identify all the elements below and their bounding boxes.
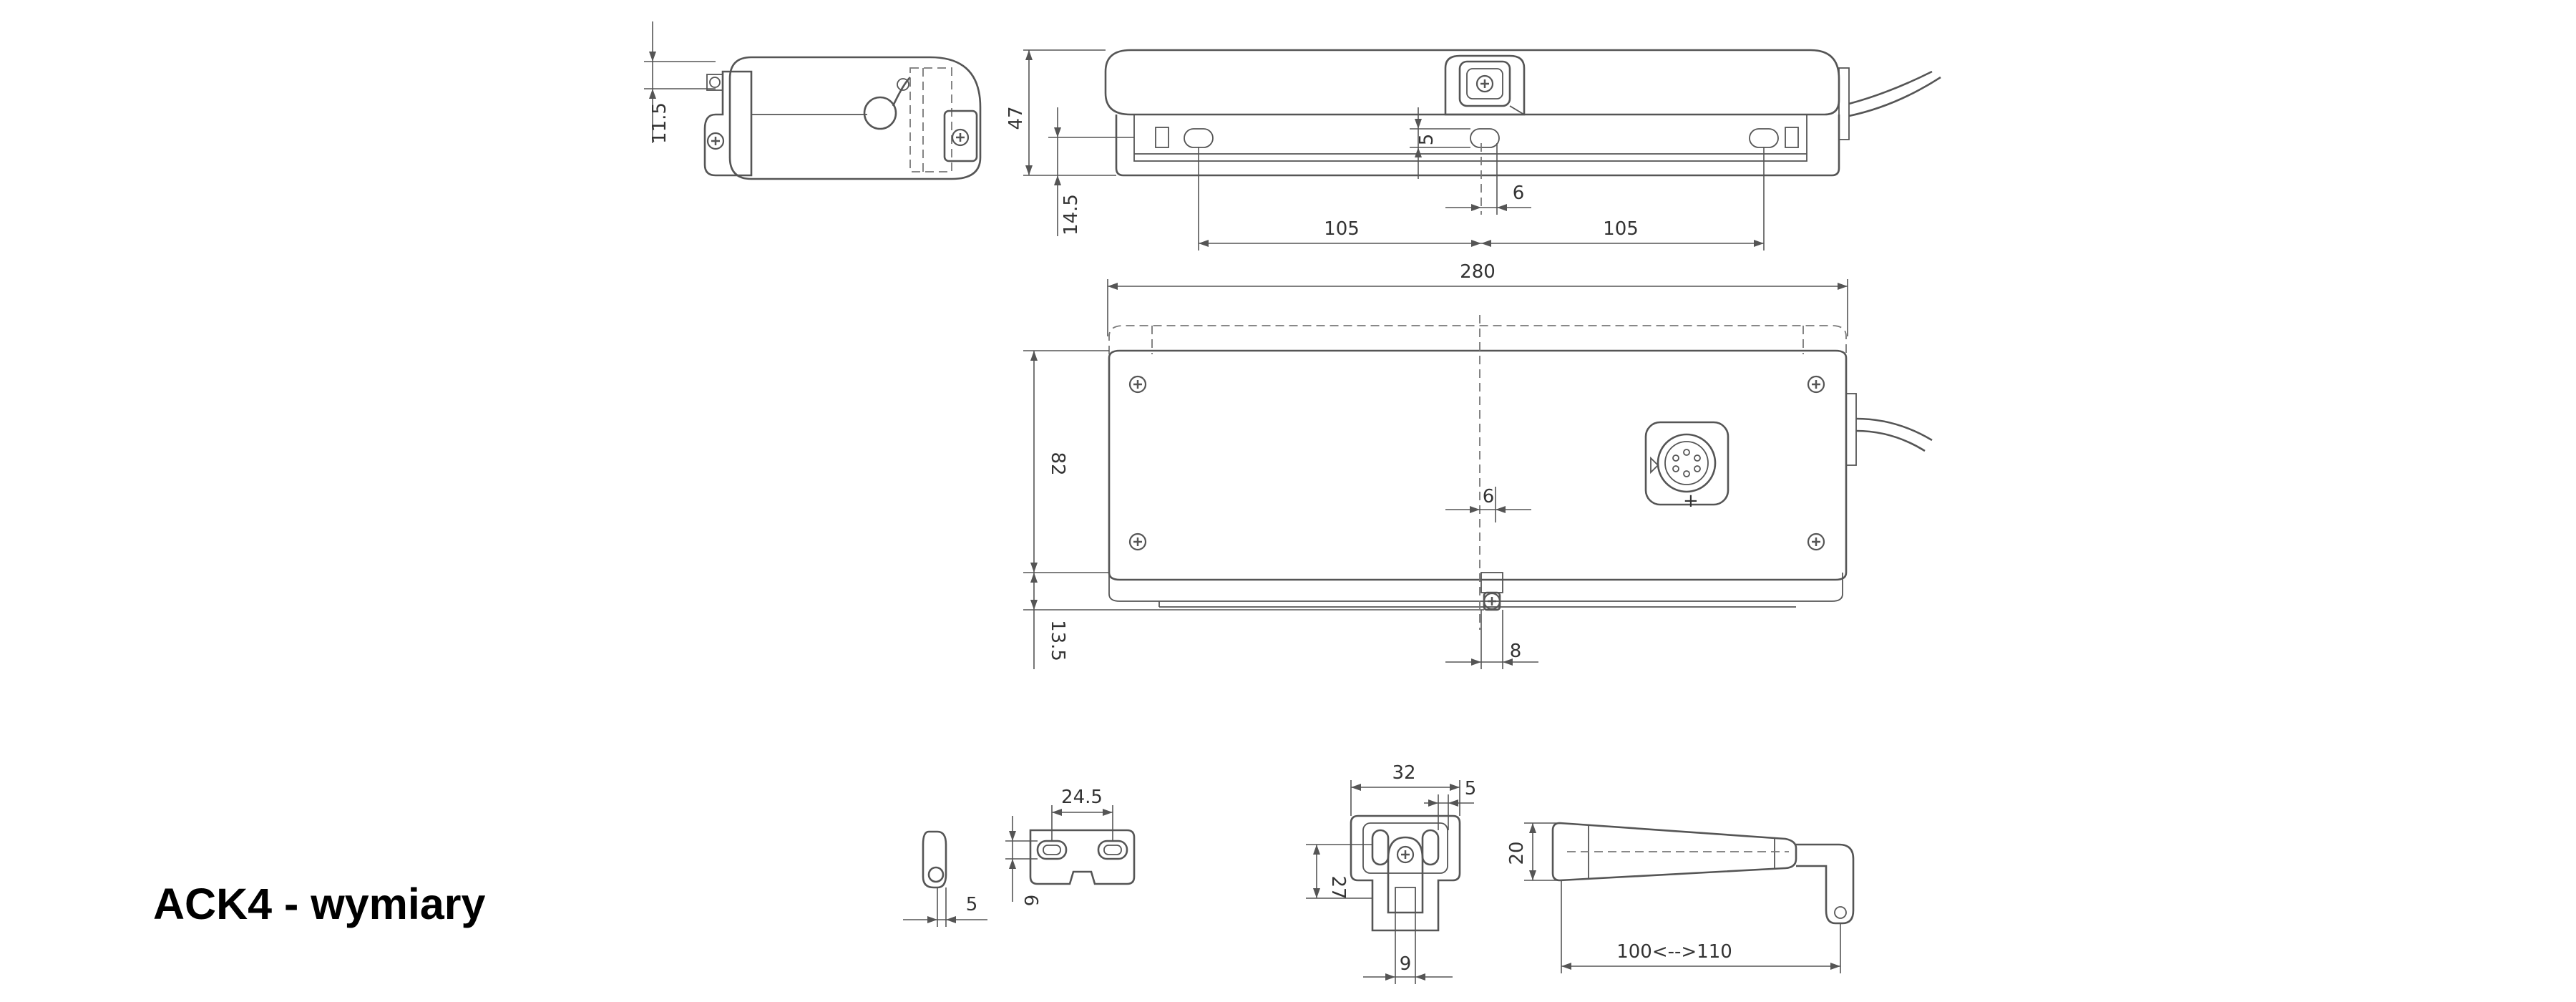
dim-bracket-tab: 5: [1465, 778, 1477, 799]
dim-top-center-offset: 6: [1483, 486, 1495, 507]
dim-overall-length: 280: [1460, 261, 1496, 283]
bracket-detail: 32 5 27 9: [1306, 762, 1476, 984]
dim-top-bracket-width: 8: [1510, 641, 1522, 662]
dim-plate-side-thickness: 5: [966, 894, 978, 915]
dim-front-slot-offset: 5: [1416, 134, 1438, 146]
dim-bracket-height: 27: [1327, 875, 1349, 899]
dim-side-offset: 11.5: [649, 102, 670, 144]
top-view: 280 + 82: [1023, 261, 1933, 669]
dim-top-depth: 82: [1047, 452, 1068, 475]
dim-front-bottom-offset: 14.5: [1060, 194, 1082, 235]
dim-hole-spacing-right: 105: [1603, 218, 1639, 240]
drawing-title: ACK4 - wymiary: [153, 880, 486, 928]
side-view: 11.5: [644, 21, 982, 180]
dim-arm-stroke: 100<-->110: [1616, 941, 1732, 963]
dim-hole-spacing-left: 105: [1324, 218, 1360, 240]
dim-bracket-width: 32: [1392, 762, 1415, 784]
dim-arm-height: 20: [1506, 841, 1528, 865]
dim-top-bracket-projection: 13.5: [1047, 620, 1068, 661]
dim-plate-hole-spacing: 24.5: [1061, 787, 1103, 808]
dim-front-slot-width: 6: [1513, 183, 1525, 204]
front-view: 47 14.5 5 6 105 105: [1005, 49, 1941, 250]
dim-plate-height: 6: [1020, 895, 1041, 907]
svg-text:+: +: [1683, 490, 1699, 512]
arm-detail: 20 110 --> 100<-->110: [1506, 822, 1855, 973]
mounting-plate-detail: 5 24.5 6: [903, 787, 1136, 927]
dim-bracket-slot: 9: [1400, 953, 1412, 975]
dim-front-height: 47: [1005, 106, 1027, 130]
